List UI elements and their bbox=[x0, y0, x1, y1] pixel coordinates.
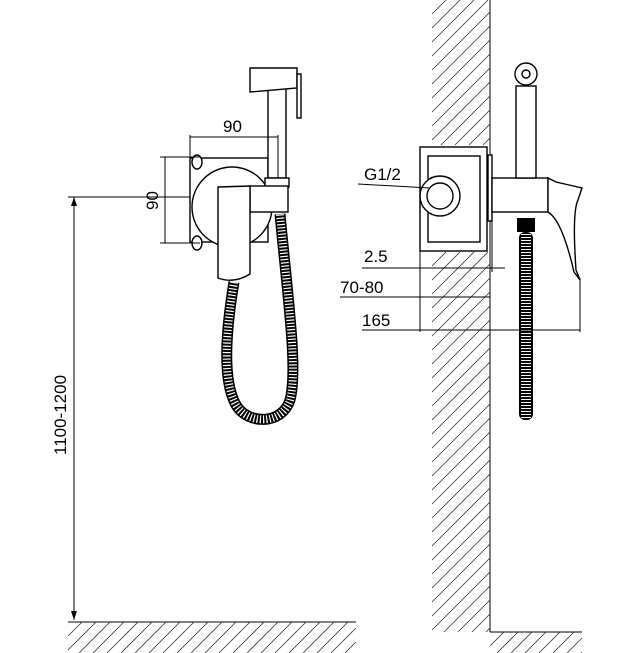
floor-hatch-line bbox=[302, 621, 335, 653]
floor-hatch-line bbox=[120, 621, 153, 653]
wall-hatch-line bbox=[431, 0, 447, 15]
plate-thickness-label: 2.5 bbox=[364, 247, 388, 266]
floor-hatch-line bbox=[67, 621, 83, 637]
wall-hatch-line bbox=[431, 389, 491, 449]
floor-hatch-line bbox=[330, 627, 357, 653]
total-depth-label: 165 bbox=[362, 311, 390, 330]
mixer-lever-front bbox=[217, 185, 251, 281]
thread-leader bbox=[357, 183, 431, 189]
handshower-trigger bbox=[296, 73, 302, 119]
wall-hatch-line bbox=[443, 585, 491, 633]
handshower-stem bbox=[267, 85, 287, 179]
wall-hatch-line bbox=[431, 557, 491, 617]
wall-hatch-line bbox=[431, 263, 491, 323]
wall-hatch-line bbox=[431, 403, 491, 463]
wall-hatch-line bbox=[482, 137, 491, 146]
floor-hatch-line bbox=[566, 637, 583, 653]
wall-hatch-line bbox=[431, 515, 491, 575]
wall-hatch-line bbox=[431, 333, 491, 393]
mixer-lever-side bbox=[547, 176, 583, 281]
mixer-body-side bbox=[491, 177, 549, 213]
wall-hatch-line bbox=[431, 0, 475, 43]
wall-hatch-line bbox=[431, 81, 491, 141]
dim-height-label: 90 bbox=[143, 191, 162, 210]
floor-hatch-line bbox=[148, 621, 181, 653]
wall-hatch-line bbox=[440, 95, 491, 146]
floor-hatch-line bbox=[344, 641, 357, 653]
wall-hatch-line bbox=[431, 11, 491, 71]
floor-hatch-line bbox=[78, 621, 111, 653]
floor-hatch-line bbox=[190, 621, 223, 653]
handshower-stem-side bbox=[515, 85, 537, 179]
floor-hatch-line bbox=[67, 621, 97, 651]
wall-hatch-line bbox=[431, 291, 491, 351]
wall-hatch-line bbox=[431, 0, 461, 29]
floor-hatch-line bbox=[92, 621, 125, 653]
floor-hatch-line bbox=[176, 621, 209, 653]
wall-hatch-line bbox=[431, 347, 491, 407]
wall-hatch-line bbox=[431, 459, 491, 519]
wall-hatch-line bbox=[431, 0, 489, 57]
wall-hatch-line bbox=[471, 613, 491, 633]
wall-hatch-line bbox=[485, 627, 491, 633]
wall-hatch-line bbox=[431, 277, 491, 337]
wall-hatch-line bbox=[431, 251, 461, 281]
holder-front bbox=[249, 185, 289, 213]
floor-hatch-line bbox=[134, 621, 167, 653]
floor-hatch-line bbox=[489, 631, 505, 647]
wall-hatch-line bbox=[431, 487, 491, 547]
wall-hatch-line bbox=[431, 53, 491, 113]
front-view: 90 90 1100-1200 bbox=[51, 67, 302, 620]
wall-hatch-line bbox=[431, 39, 491, 99]
wall-hatch-line bbox=[431, 25, 491, 85]
floor-hatch-line bbox=[524, 631, 547, 653]
wall-hatch-line bbox=[431, 431, 491, 491]
hose-side bbox=[519, 232, 533, 420]
floor-hatch-line bbox=[204, 621, 237, 653]
side-view: G1/2 2.5 70-80 165 bbox=[340, 62, 583, 420]
wall-hatch-line bbox=[431, 571, 491, 631]
mount-lug bbox=[191, 154, 203, 170]
wall-hatch-line bbox=[431, 543, 491, 603]
floor-hatch-line bbox=[496, 631, 519, 653]
floor-hatch-line bbox=[232, 621, 265, 653]
floor-hatch-line bbox=[162, 621, 195, 653]
box-depth-label: 70-80 bbox=[340, 278, 383, 297]
floor-hatch-line bbox=[552, 631, 575, 653]
floor-hatch-line bbox=[218, 621, 251, 653]
floor-hatch-line bbox=[510, 631, 533, 653]
floor-hatch-line bbox=[246, 621, 279, 653]
dim-width-label: 90 bbox=[223, 117, 242, 136]
install-height-label: 1100-1200 bbox=[51, 375, 70, 455]
hose-nut bbox=[517, 218, 535, 232]
floor-hatch-line bbox=[260, 621, 293, 653]
wall-hatch-line bbox=[431, 67, 491, 127]
wall-hatch-line bbox=[431, 251, 475, 295]
wall-hatch-line bbox=[431, 251, 447, 267]
thread-label: G1/2 bbox=[364, 165, 401, 184]
wall-hatch-line bbox=[431, 251, 489, 309]
wall-hatch-line bbox=[431, 305, 491, 365]
wall-hatch-line bbox=[431, 375, 491, 435]
wall-hatch-line bbox=[431, 417, 491, 477]
wall-hatch-line bbox=[431, 319, 491, 379]
wall-hatch-line bbox=[431, 473, 491, 533]
floor-hatch-line bbox=[316, 621, 349, 653]
floor-hatch-line bbox=[288, 621, 321, 653]
handshower-head bbox=[249, 67, 298, 93]
wall-hatch-line bbox=[431, 529, 491, 589]
wall-hatch-line bbox=[454, 109, 491, 146]
floor-hatch-line bbox=[274, 621, 307, 653]
wall-hatch-line bbox=[431, 501, 491, 561]
floor-hatch-line bbox=[106, 621, 139, 653]
floor-hatch-line bbox=[538, 631, 561, 653]
wall-hatch-line bbox=[431, 361, 491, 421]
wall-hatch-line bbox=[431, 445, 491, 505]
wall-hatch-line bbox=[457, 599, 491, 633]
wall-hatch-line bbox=[468, 123, 491, 146]
wall-floor-hatching bbox=[67, 0, 583, 653]
